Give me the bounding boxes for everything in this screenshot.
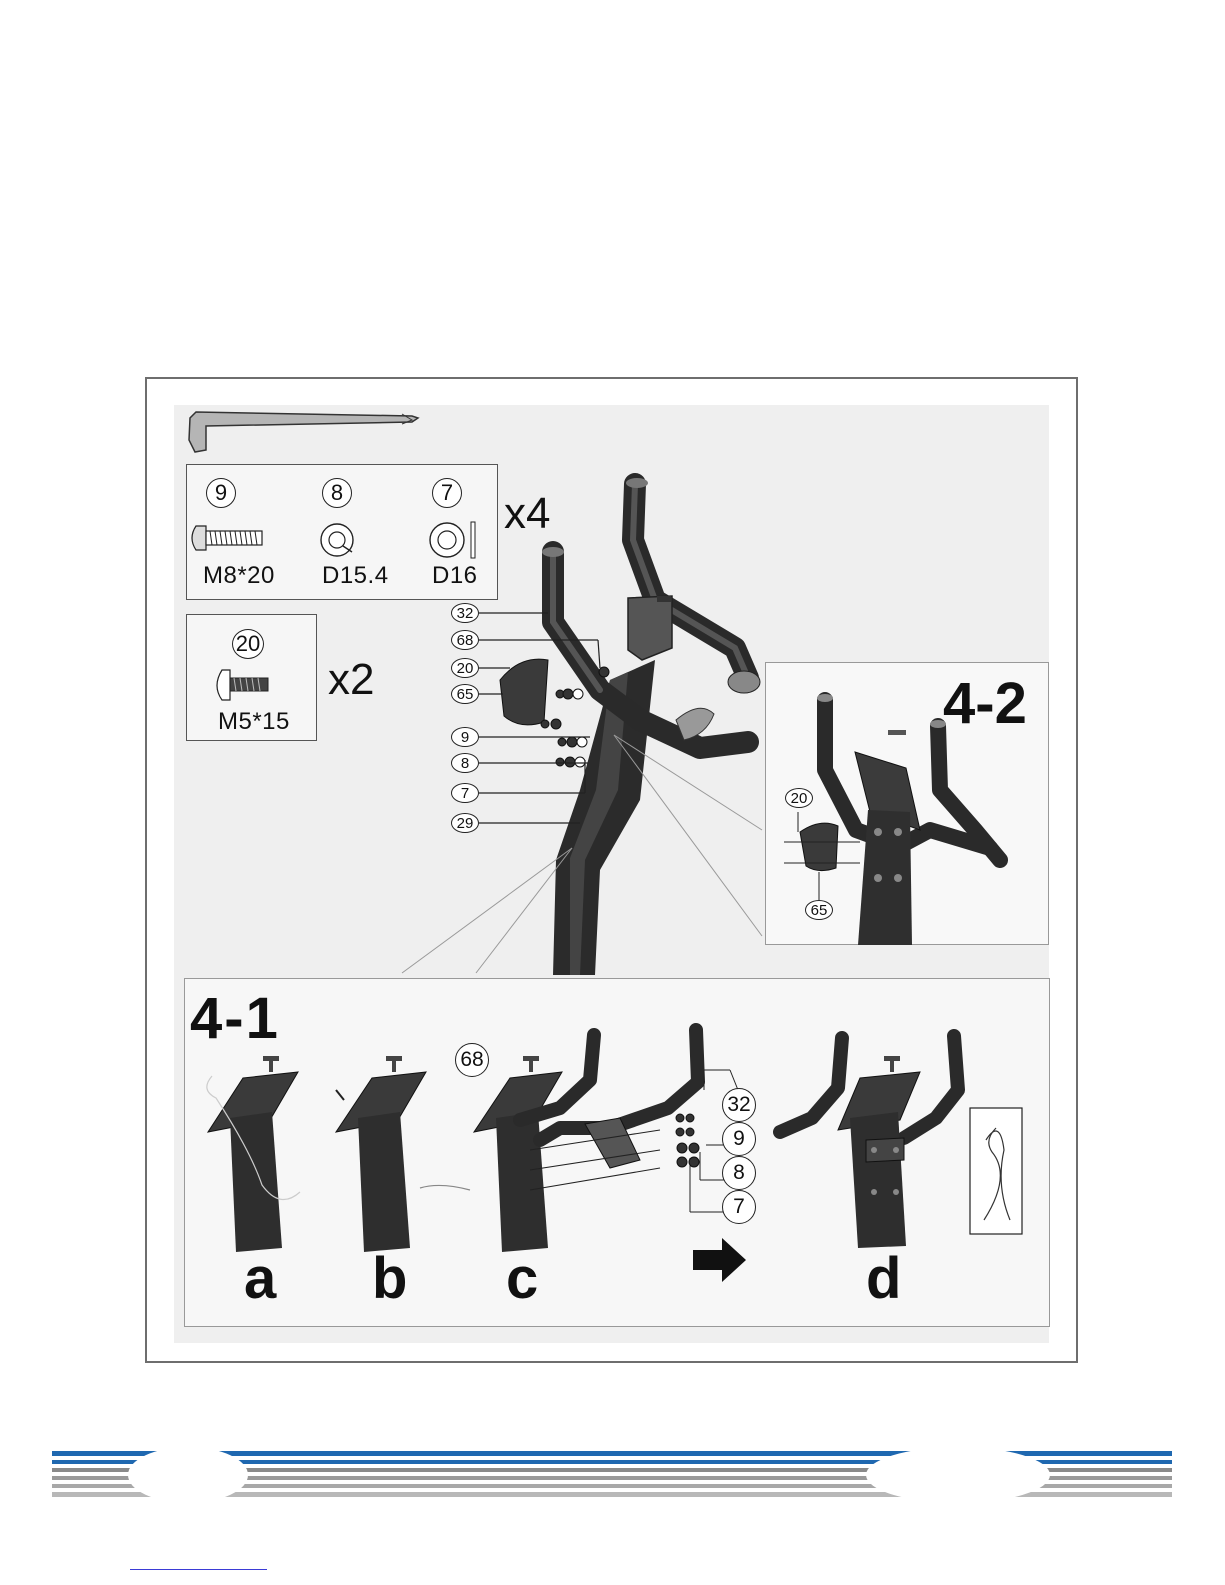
detail-4-1-callout-9: 9 xyxy=(722,1122,756,1156)
detail-4-1-callout-68: 68 xyxy=(455,1043,489,1077)
callout-7: 7 xyxy=(451,783,479,803)
callout-65: 65 xyxy=(451,684,479,704)
sub-step-b-label: b xyxy=(372,1245,407,1312)
callout-32: 32 xyxy=(451,603,479,623)
callout-29: 29 xyxy=(451,813,479,833)
callout-20: 20 xyxy=(451,658,479,678)
detail-4-1-box xyxy=(184,978,1050,1327)
part-number-7: 7 xyxy=(432,478,462,508)
sub-step-d-label: d xyxy=(866,1245,901,1312)
detail-4-1-callout-8: 8 xyxy=(722,1156,756,1190)
part-number-8: 8 xyxy=(322,478,352,508)
quantity-x4: x4 xyxy=(504,489,550,539)
callout-68: 68 xyxy=(451,630,479,650)
screw-spec: M5*15 xyxy=(218,708,290,736)
detail-4-2-callout-20: 20 xyxy=(785,788,813,808)
sub-step-a-label: a xyxy=(244,1245,276,1312)
detail-4-1-callout-7: 7 xyxy=(722,1190,756,1224)
callout-8: 8 xyxy=(451,753,479,773)
part-number-20: 20 xyxy=(232,629,264,659)
detail-4-2-callout-65: 65 xyxy=(805,900,833,920)
callout-9: 9 xyxy=(451,727,479,747)
sub-step-c-label: c xyxy=(506,1245,538,1312)
spring-washer-spec: D15.4 xyxy=(322,562,389,590)
detail-4-1-callout-32: 32 xyxy=(722,1088,756,1122)
part-number-9: 9 xyxy=(206,478,236,508)
detail-4-2-title: 4-2 xyxy=(943,670,1027,737)
bolt-spec: M8*20 xyxy=(203,562,275,590)
quantity-x2: x2 xyxy=(328,655,374,705)
flat-washer-spec: D16 xyxy=(432,562,478,590)
footer-link-underline[interactable] xyxy=(130,1569,267,1570)
detail-4-1-title: 4-1 xyxy=(190,985,280,1052)
